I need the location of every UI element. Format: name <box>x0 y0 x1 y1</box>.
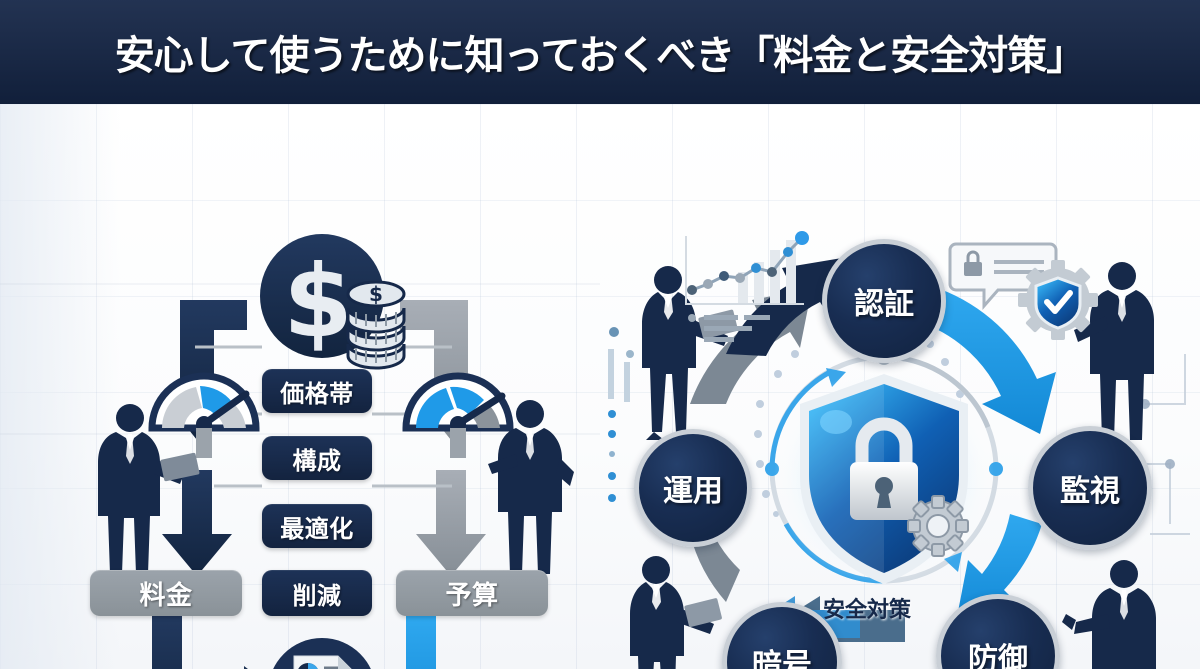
bar-fee[interactable]: 料金 <box>90 570 242 616</box>
pill-price-range-label: 価格帯 <box>280 379 354 408</box>
center-caption-security: 安全対策 <box>823 598 912 623</box>
cycle-node-operations[interactable]: 運用 <box>634 429 752 547</box>
pill-optimization[interactable]: 最適化 <box>262 504 372 548</box>
cycle-node-defense-label: 防御 <box>968 642 1028 669</box>
pill-composition[interactable]: 構成 <box>262 436 372 480</box>
pill-reduction-label: 削減 <box>292 581 342 610</box>
cycle-node-authentication-label: 認証 <box>854 287 914 322</box>
cycle-node-defense[interactable]: 防御 <box>936 594 1060 669</box>
pill-reduction[interactable]: 削減 <box>262 570 372 616</box>
cycle-node-monitoring[interactable]: 監視 <box>1028 426 1152 550</box>
pill-optimization-label: 最適化 <box>280 514 354 543</box>
page-title: 安心して使うために知っておくべき「料金と安全対策」 <box>114 33 1087 79</box>
cycle-node-authentication[interactable]: 認証 <box>822 239 946 363</box>
title-bar: 安心して使うために知っておくべき「料金と安全対策」 <box>0 0 1200 104</box>
infographic-canvas: $ $ <box>0 104 1200 669</box>
bar-budget[interactable]: 予算 <box>396 570 548 616</box>
bar-fee-label: 料金 <box>139 580 193 611</box>
pill-price-range[interactable]: 価格帯 <box>262 369 372 413</box>
cycle-node-monitoring-label: 監視 <box>1060 474 1120 509</box>
cycle-node-operations-label: 運用 <box>663 474 723 509</box>
label-layer: 価格帯 構成 最適化 削減 料金 予算 認証 監視 <box>0 104 1200 669</box>
cycle-node-encryption-label: 暗号 <box>752 648 812 669</box>
pill-composition-label: 構成 <box>292 446 342 475</box>
bar-budget-label: 予算 <box>445 580 499 611</box>
